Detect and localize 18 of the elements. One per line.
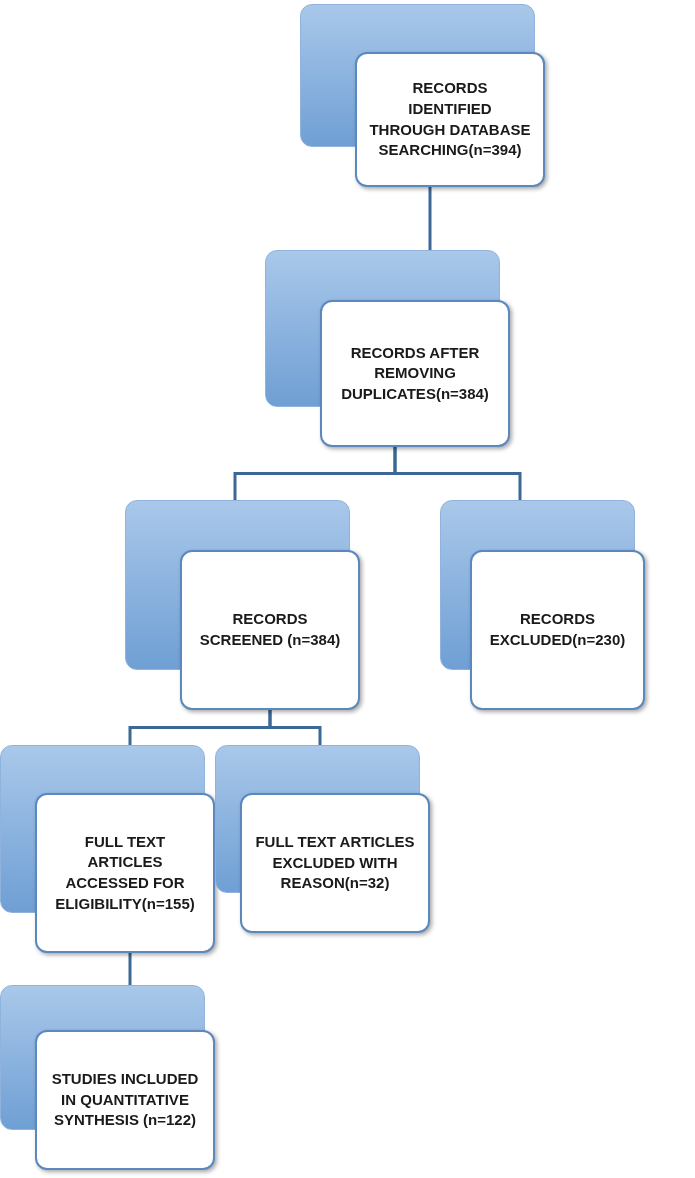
box-text: RECORDS SCREENED (n=384) xyxy=(198,609,342,650)
process-box xyxy=(440,500,645,710)
process-box xyxy=(0,985,215,1170)
process-box xyxy=(215,745,430,933)
box-text: FULL TEXT ARTICLES ACCESSED FOR ELIGIBILITY(n=155) xyxy=(54,831,196,914)
connector-line xyxy=(393,447,522,500)
box-text: FULL TEXT ARTICLES EXCLUDED WITH REASON(n=32) xyxy=(254,832,416,894)
process-box xyxy=(0,745,215,953)
box-text: RECORDS AFTER REMOVING DUPLICATES(n=384) xyxy=(340,342,490,404)
box-text: RECORDS EXCLUDED(n=230) xyxy=(488,609,627,650)
box-text: STUDIES INCLUDED IN QUANTITATIVE SYNTHESIS (n=122) xyxy=(50,1069,200,1131)
connector-line xyxy=(428,187,432,250)
connector-line xyxy=(128,953,132,985)
process-box xyxy=(125,500,360,710)
process-box xyxy=(265,250,510,447)
connector-line xyxy=(268,710,322,745)
process-box xyxy=(300,4,545,187)
box-text: RECORDS IDENTIFIED THROUGH DATABASE SEARCHING(n=394) xyxy=(369,78,531,161)
